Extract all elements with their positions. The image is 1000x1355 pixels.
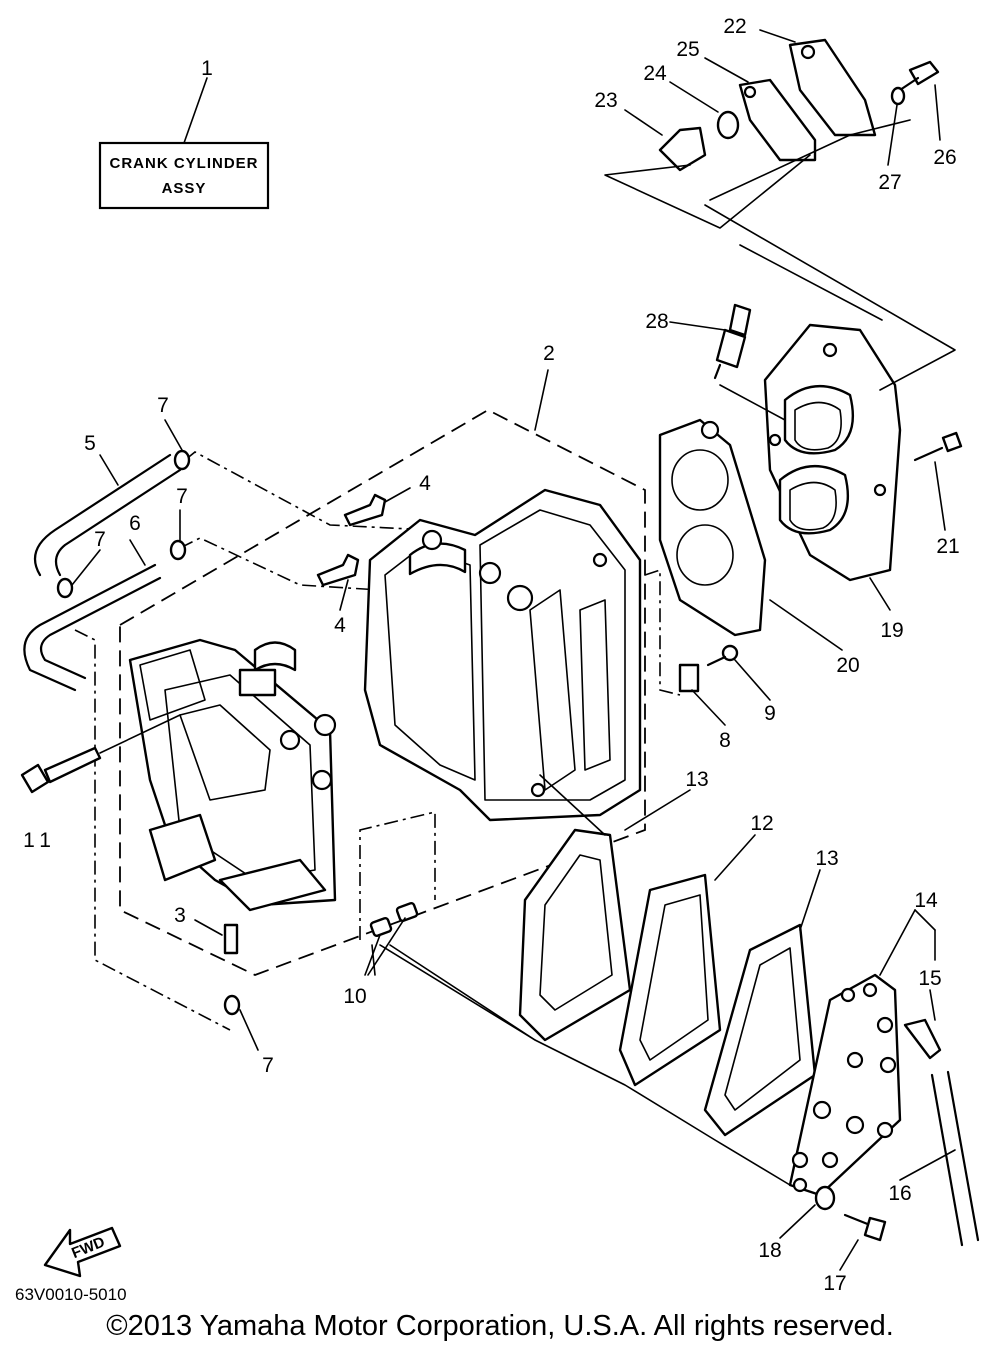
fwd-direction-arrow: FWD xyxy=(43,1226,122,1278)
copyright-notice: ©2013 Yamaha Motor Corporation, U.S.A. A… xyxy=(106,1310,894,1342)
head-gasket xyxy=(658,418,767,637)
bolt-9 xyxy=(706,644,739,667)
gasket-13-b xyxy=(703,923,817,1137)
exhaust-plate-12 xyxy=(618,873,722,1087)
callout-15: 15 xyxy=(918,967,941,990)
callout-6: 6 xyxy=(129,512,141,535)
callout-13-b: 13 xyxy=(815,847,838,870)
callout-28: 28 xyxy=(645,310,668,333)
exhaust-cover-14 xyxy=(788,973,902,1197)
callout-21: 21 xyxy=(936,535,959,558)
dowels-10 xyxy=(364,901,536,1041)
assembly-label-line2: ASSY xyxy=(162,180,207,197)
callout-7-b: 7 xyxy=(176,485,188,508)
callout-12: 12 xyxy=(750,812,773,835)
hose-16 xyxy=(930,1070,980,1247)
callout-leaders xyxy=(71,29,956,1271)
hose-5 xyxy=(33,453,182,577)
bolt-17 xyxy=(843,1213,887,1242)
callout-10: 10 xyxy=(343,985,366,1008)
thermostat-cover-group xyxy=(604,38,956,391)
callout-13-a: 13 xyxy=(685,768,708,791)
callout-5: 5 xyxy=(84,432,96,455)
callout-3: 3 xyxy=(174,904,186,927)
callout-4-lower: 4 xyxy=(334,614,346,637)
crankcase-half xyxy=(128,638,337,912)
assembly-label-line1: CRANK CYLINDER xyxy=(110,155,259,172)
washer-18 xyxy=(814,1185,836,1211)
dowel-3 xyxy=(223,923,239,955)
clip-8 xyxy=(678,663,700,693)
gasket-13-a xyxy=(518,828,632,1042)
diagram-code: 63V0010-5010 xyxy=(15,1285,127,1304)
bolt-21 xyxy=(913,431,963,462)
callout-1: 1 xyxy=(201,57,213,80)
callout-numbers: 1 2 3 4 4 5 6 7 7 7 7 8 9 10 11 12 13 13… xyxy=(23,15,960,1295)
assembly-label-box: CRANK CYLINDER ASSY xyxy=(98,77,270,210)
callout-9: 9 xyxy=(764,702,776,725)
callout-27: 27 xyxy=(878,171,901,194)
callout-19: 19 xyxy=(880,619,903,642)
callout-25: 25 xyxy=(676,38,699,61)
callout-4-upper: 4 xyxy=(419,472,431,495)
callout-16: 16 xyxy=(888,1182,911,1205)
cylinder-block xyxy=(363,488,642,822)
hose-6 xyxy=(23,563,162,692)
fitting-15 xyxy=(903,1018,942,1060)
spark-plug xyxy=(713,303,786,421)
clamps-7 xyxy=(56,449,241,1016)
cylinder-head xyxy=(763,323,902,582)
callout-8: 8 xyxy=(719,729,731,752)
callout-18: 18 xyxy=(758,1239,781,1262)
callout-20: 20 xyxy=(836,654,859,677)
callout-26: 26 xyxy=(933,146,956,169)
gasket-leader-lines xyxy=(389,774,791,1186)
callout-7-a: 7 xyxy=(157,394,169,417)
cylinder-assembly-boundary xyxy=(119,369,646,976)
bolt-11 xyxy=(20,714,181,794)
callout-17: 17 xyxy=(823,1272,846,1295)
callout-22: 22 xyxy=(723,15,746,38)
callout-7-c: 7 xyxy=(94,528,106,551)
assembly-leader-lines xyxy=(74,451,681,1031)
fittings-4 xyxy=(316,493,387,587)
callout-14: 14 xyxy=(914,889,938,912)
callout-7-d: 7 xyxy=(262,1054,274,1077)
callout-11: 11 xyxy=(23,829,57,852)
callout-23: 23 xyxy=(594,89,617,112)
callout-2: 2 xyxy=(543,342,555,365)
callout-24: 24 xyxy=(643,62,667,85)
